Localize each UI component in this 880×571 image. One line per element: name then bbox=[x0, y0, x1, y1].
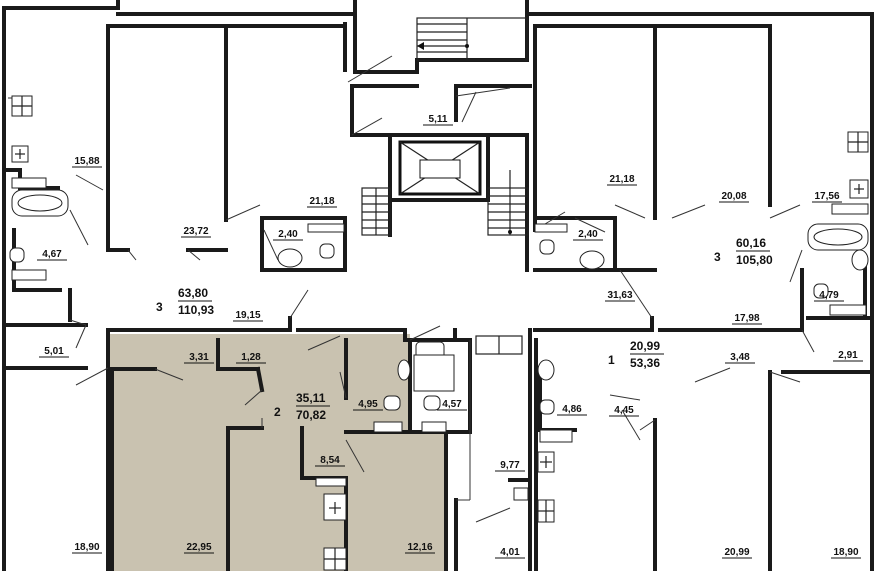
room-area-a31[interactable]: 18,90 bbox=[831, 547, 861, 559]
room-area-label: 17,56 bbox=[814, 191, 839, 202]
apartment-living-area: 60,16 bbox=[736, 236, 766, 250]
room-area-a19[interactable]: 21,18 bbox=[607, 174, 637, 186]
room-area-a10[interactable]: 1,28 bbox=[236, 352, 266, 364]
room-area-label: 1,28 bbox=[241, 352, 261, 363]
room-area-a8[interactable]: 5,11 bbox=[423, 114, 453, 126]
room-area-labels: 15,88 23,72 21,18 2,40 4,67 19,15 5,01 5,11 3,31… bbox=[37, 114, 863, 559]
apartment-label-apt3-right[interactable]: 3 60,16 105,80 bbox=[714, 236, 773, 267]
apartment-living-area: 20,99 bbox=[630, 339, 660, 353]
room-area-label: 20,99 bbox=[724, 547, 749, 558]
room-area-label: 4,79 bbox=[819, 290, 839, 301]
room-area-a16[interactable]: 18,90 bbox=[72, 542, 102, 554]
room-area-label: 5,11 bbox=[429, 114, 448, 125]
room-area-a28[interactable]: 4,86 bbox=[557, 404, 587, 416]
room-area-label: 5,01 bbox=[44, 346, 64, 357]
room-area-a1[interactable]: 15,88 bbox=[72, 156, 102, 168]
room-area-label: 3,31 bbox=[189, 352, 209, 363]
stairs-left bbox=[361, 187, 391, 236]
room-area-label: 15,88 bbox=[74, 156, 99, 167]
room-area-label: 4,95 bbox=[358, 399, 378, 410]
room-area-a24[interactable]: 17,98 bbox=[732, 313, 762, 325]
elevator-shaft bbox=[398, 140, 482, 196]
apartment-total-area: 110,93 bbox=[178, 303, 214, 317]
room-area-a17[interactable]: 9,77 bbox=[495, 460, 525, 472]
apartment-label-apt1[interactable]: 1 20,99 53,36 bbox=[608, 339, 664, 370]
stairs-right bbox=[487, 170, 529, 236]
room-area-a5[interactable]: 4,67 bbox=[37, 249, 67, 261]
room-area-label: 2,40 bbox=[278, 229, 298, 240]
apartment-total-area: 105,80 bbox=[736, 253, 773, 267]
apartment-2-highlight[interactable] bbox=[110, 334, 446, 571]
room-area-a7[interactable]: 5,01 bbox=[39, 346, 69, 358]
doors bbox=[8, 55, 815, 523]
apartment-label-apt3-left[interactable]: 3 63,80 110,93 bbox=[156, 286, 214, 317]
room-area-a29[interactable]: 4,45 bbox=[609, 405, 639, 417]
room-area-a9[interactable]: 3,31 bbox=[184, 352, 214, 364]
room-area-label: 22,95 bbox=[186, 542, 211, 553]
room-area-label: 18,90 bbox=[74, 542, 99, 553]
room-area-a6[interactable]: 19,15 bbox=[233, 310, 263, 322]
room-area-label: 23,72 bbox=[183, 226, 208, 237]
room-area-a30[interactable]: 20,99 bbox=[722, 547, 752, 559]
room-area-label: 2,40 bbox=[578, 229, 598, 240]
room-area-label: 20,08 bbox=[721, 191, 746, 202]
room-area-a2[interactable]: 23,72 bbox=[181, 226, 211, 238]
room-area-label: 4,57 bbox=[442, 399, 462, 410]
room-area-a20[interactable]: 20,08 bbox=[719, 191, 749, 203]
room-area-a18[interactable]: 4,01 bbox=[495, 547, 525, 559]
apartment-room-count: 2 bbox=[274, 405, 281, 419]
room-area-label: 4,01 bbox=[500, 547, 520, 558]
room-area-label: 21,18 bbox=[309, 196, 334, 207]
room-area-label: 12,16 bbox=[407, 542, 432, 553]
room-area-label: 21,18 bbox=[609, 174, 634, 185]
room-area-a23[interactable]: 31,63 bbox=[605, 290, 635, 302]
room-area-a21[interactable]: 17,56 bbox=[812, 191, 842, 203]
room-area-label: 31,63 bbox=[607, 290, 632, 301]
stairs-top bbox=[416, 17, 528, 61]
apartment-total-area: 70,82 bbox=[296, 408, 326, 422]
room-area-label: 9,77 bbox=[500, 460, 520, 471]
apartment-living-area: 35,11 bbox=[296, 391, 326, 405]
room-area-a4[interactable]: 2,40 bbox=[273, 229, 303, 241]
fixtures bbox=[9, 95, 869, 571]
room-area-label: 2,91 bbox=[838, 350, 858, 361]
room-area-a13[interactable]: 8,54 bbox=[315, 455, 345, 467]
room-area-label: 4,86 bbox=[562, 404, 582, 415]
room-area-a15[interactable]: 12,16 bbox=[405, 542, 435, 554]
room-area-label: 19,15 bbox=[235, 310, 260, 321]
room-area-a22[interactable]: 2,40 bbox=[573, 229, 603, 241]
apartment-summary-labels: 3 63,80 110,93 2 35,11 70,82 3 60,16 105,80 1 20,9… bbox=[156, 236, 773, 422]
apartment-room-count: 3 bbox=[714, 250, 721, 264]
apartment-total-area: 53,36 bbox=[630, 356, 660, 370]
room-area-label: 3,48 bbox=[730, 352, 750, 363]
room-area-a12[interactable]: 4,57 bbox=[437, 399, 467, 411]
room-area-a27[interactable]: 2,91 bbox=[833, 350, 863, 362]
apartment-room-count: 3 bbox=[156, 300, 163, 314]
apartment-living-area: 63,80 bbox=[178, 286, 208, 300]
room-area-a14[interactable]: 22,95 bbox=[184, 542, 214, 554]
room-area-a25[interactable]: 4,79 bbox=[814, 290, 844, 302]
room-area-a11[interactable]: 4,95 bbox=[353, 399, 383, 411]
apartment-label-apt2[interactable]: 2 35,11 70,82 bbox=[274, 391, 330, 422]
room-area-a26[interactable]: 3,48 bbox=[725, 352, 755, 364]
room-area-a3[interactable]: 21,18 bbox=[307, 196, 337, 208]
apartment-room-count: 1 bbox=[608, 353, 615, 367]
room-area-label: 4,67 bbox=[42, 249, 62, 260]
room-area-label: 8,54 bbox=[320, 455, 340, 466]
room-area-label: 18,90 bbox=[833, 547, 858, 558]
room-area-label: 17,98 bbox=[734, 313, 759, 324]
room-area-label: 4,45 bbox=[614, 405, 634, 416]
